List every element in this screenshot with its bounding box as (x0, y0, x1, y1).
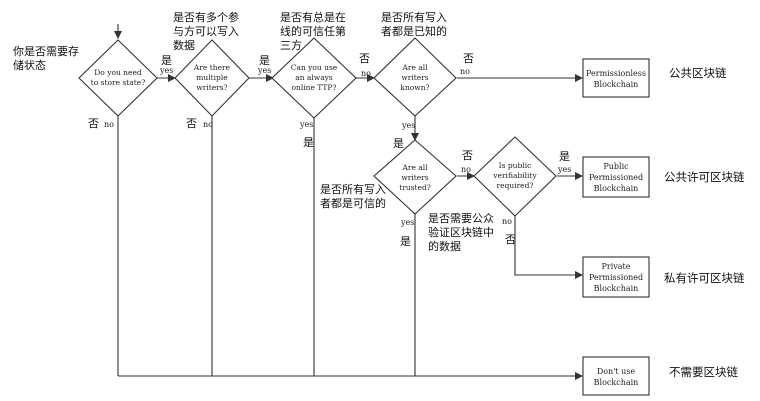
annotation-q5: 是否所有写入 者都是可信的 (320, 182, 386, 210)
d5-line-1: writers (401, 173, 428, 182)
r4-line-0: Don't use (597, 367, 636, 376)
edge-label-d5-no-zh: 否 (462, 149, 473, 162)
d3-line-1: an always (295, 73, 333, 82)
decision-d1: Do you need to store state? (78, 39, 158, 117)
r1-zh-label: 公共区块链 (669, 66, 727, 80)
q6-line-1: 验证区块链中 (428, 225, 494, 239)
edge-label-d4-no: no (460, 67, 470, 76)
q3-line-1: 线的可信任第 (280, 24, 346, 38)
q4-line-1: 者都是已知的 (381, 24, 447, 38)
d4-line-0: Are all (401, 63, 428, 72)
q3-line-2: 三方 (280, 38, 302, 52)
d1-line-1: to store state? (91, 78, 146, 87)
annotation-q6: 是否需要公众 验证区块链中 的数据 (428, 212, 494, 253)
decision-d3: Can you use an always online TTP? (271, 37, 357, 119)
result-dont-use: Don't use Blockchain (582, 356, 650, 396)
r1-line-0: Permissionless (586, 69, 646, 78)
result-private-permissioned: Private Permissioned Blockchain (582, 256, 650, 298)
result-public-permissioned: Public Permissioned Blockchain (582, 156, 650, 198)
q6-line-2: 的数据 (428, 239, 461, 253)
edge-label-d1-no: no (104, 120, 114, 129)
edge-label-d6-yes: yes (557, 165, 571, 174)
r2-line-1: Permissioned (589, 173, 643, 182)
edge-label-d5-yes: yes (400, 218, 414, 227)
edge-label-d3-no: no (361, 69, 371, 78)
r3-line-0: Private (601, 262, 630, 271)
result-permissionless: Permissionless Blockchain (582, 58, 650, 98)
d5-line-2: trusted? (399, 183, 431, 192)
edge-label-d5-yes-zh: 是 (400, 235, 411, 248)
edge-label-d4-no-zh: 否 (463, 52, 474, 65)
edge-label-d2-yes: yes (257, 66, 271, 75)
edge-label-d6-no: no (502, 217, 512, 226)
d1-line-0: Do you need (94, 68, 142, 77)
decision-d5: Are all writers trusted? (373, 139, 457, 215)
q5-line-0: 是否所有写入 (320, 182, 386, 196)
edge-label-d4-yes: yes (401, 121, 415, 130)
decision-d4: Are all writers known? (373, 37, 457, 117)
r2-zh-label: 公共许可区块链 (664, 170, 745, 184)
r1-line-1: Blockchain (594, 80, 639, 89)
r2-line-0: Public (603, 162, 629, 171)
edge-label-d5-no: no (461, 165, 471, 174)
annotation-q2: 是否有多个参 与方可以写入 数据 (173, 10, 239, 52)
edge-label-d6-yes-zh: 是 (559, 150, 570, 163)
intro-line-0: 你是否需要存 (13, 44, 79, 58)
d3-line-2: online TTP? (291, 83, 336, 92)
edge-label-d1-no-zh: 否 (88, 117, 99, 130)
edge-label-d1-yes: yes (159, 66, 173, 75)
edge-label-d1-yes-zh: 是 (161, 54, 172, 67)
edge-d6-r3 (514, 216, 583, 279)
q2-line-2: 数据 (173, 38, 195, 52)
edge-label-d3-yes-zh: 是 (303, 136, 314, 149)
decision-d6: Is public verifiability required? (473, 136, 557, 217)
q6-line-0: 是否需要公众 (428, 212, 494, 225)
q3-line-0: 是否有总是在 (280, 10, 346, 24)
edge-label-d2-no: no (203, 120, 213, 129)
edge-label-d2-yes-zh: 是 (259, 54, 270, 67)
annotation-q3: 是否有总是在 线的可信任第 三方 (280, 10, 346, 52)
d6-line-2: required? (497, 181, 534, 190)
q2-line-0: 是否有多个参 (173, 10, 239, 24)
d4-line-1: writers (401, 73, 428, 82)
edge-label-d3-yes: yes (299, 120, 313, 129)
q5-line-1: 者都是可信的 (320, 196, 386, 210)
d4-line-2: known? (400, 83, 429, 92)
d2-line-1: multiple (196, 73, 228, 82)
r4-zh-label: 不需要区块链 (669, 365, 738, 379)
r3-line-1: Permissioned (589, 273, 643, 282)
r3-line-2: Blockchain (594, 284, 639, 293)
d3-line-0: Can you use (291, 63, 338, 72)
edge-label-d6-no-zh: 否 (505, 233, 516, 246)
q4-line-0: 是否所有写入 (381, 10, 447, 24)
decision-d2: Are there multiple writers? (174, 39, 250, 117)
intro-line-1: 储状态 (13, 58, 46, 72)
edge-label-d4-yes-zh: 是 (393, 137, 404, 150)
annotation-intro: 你是否需要存 储状态 (13, 44, 79, 72)
d2-line-0: Are there (193, 63, 231, 72)
d5-line-0: Are all (401, 163, 428, 172)
r4-line-1: Blockchain (594, 378, 639, 387)
r3-zh-label: 私有许可区块链 (664, 271, 745, 285)
q2-line-1: 与方可以写入 (173, 24, 239, 38)
annotation-q4: 是否所有写入 者都是已知的 (381, 10, 447, 38)
edge-label-d2-no-zh: 否 (186, 117, 197, 130)
d2-line-2: writers? (196, 83, 227, 92)
d6-line-0: Is public (499, 161, 532, 170)
r2-line-2: Blockchain (594, 184, 639, 193)
d6-line-1: verifiability (492, 171, 537, 180)
edge-label-d3-no-zh: 否 (359, 52, 370, 65)
